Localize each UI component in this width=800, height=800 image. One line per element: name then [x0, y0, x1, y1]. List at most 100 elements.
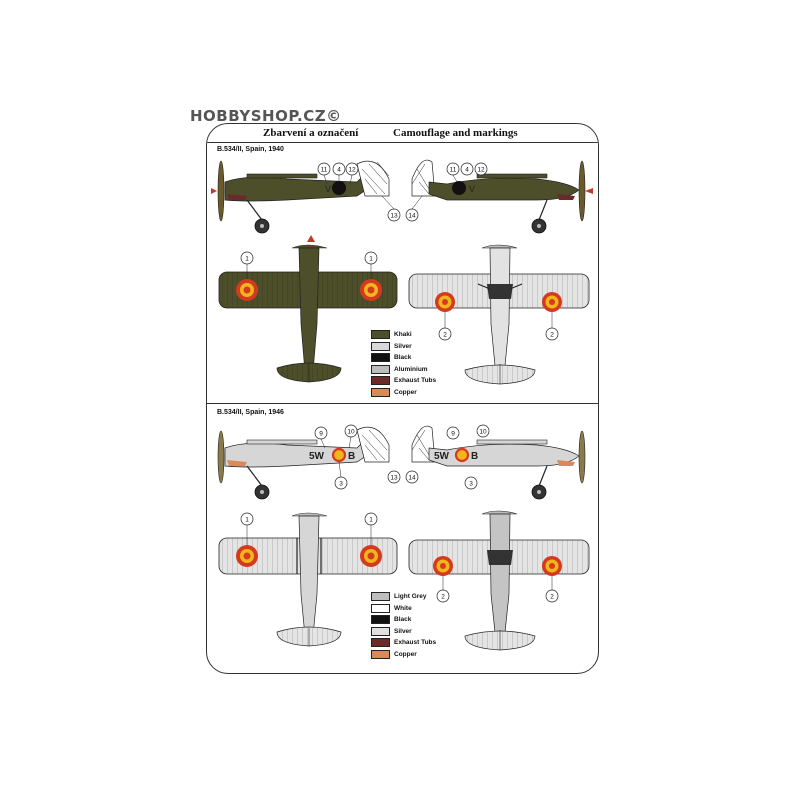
fuselage-letter-left: B: [348, 451, 355, 462]
callout-numbers: 11 4 12 13 14 11 4 12 1 1 2 2 9 10 3 13 …: [245, 167, 554, 601]
legend-item: Black: [371, 352, 436, 364]
legend-label: Aluminium: [394, 365, 428, 373]
callout-label: 9: [451, 431, 455, 438]
color-swatch: [371, 364, 390, 374]
legend-label: Black: [394, 354, 412, 362]
callout-9-left: [314, 426, 328, 449]
legend-label: Exhaust Tubs: [394, 377, 437, 385]
callout-label: 2: [550, 332, 554, 339]
legend-item: Exhaust Tubs: [371, 375, 436, 387]
svg-text:V: V: [469, 184, 475, 194]
legend-item: Aluminium: [371, 364, 436, 376]
callout-4-right: [460, 162, 474, 176]
fuselage-letter-right: B: [471, 451, 478, 462]
legend-item: Black: [371, 614, 436, 626]
callout-11-left: [317, 162, 331, 185]
callout-label: 13: [390, 213, 398, 220]
callout-label: 1: [245, 517, 249, 524]
svg-text:V: V: [325, 184, 331, 194]
callout-11-right: [446, 162, 460, 183]
color-swatch: [371, 626, 390, 636]
callout-label: 2: [441, 594, 445, 601]
header-title-czech: Zbarvení a označení: [263, 127, 359, 139]
callout-label: 1: [245, 256, 249, 263]
fuselage-code-left: 5W: [309, 451, 325, 462]
callout-13-left-2: [387, 470, 401, 484]
aircraft-drawings: V V: [211, 159, 593, 651]
legend-label: Copper: [394, 650, 417, 658]
legend-item: Silver: [371, 341, 436, 353]
callout-3-left: [334, 461, 348, 490]
legend-item: White: [371, 603, 436, 615]
legend-section-1: Khaki Silver Black Aluminium Exhaust Tub…: [371, 329, 436, 398]
callout-9-right: [446, 426, 460, 440]
callout-10-right: [476, 424, 490, 438]
roundel: [360, 545, 382, 567]
legend-label: Silver: [394, 342, 412, 350]
callout-12-right: [474, 162, 488, 176]
legend-label: Copper: [394, 388, 417, 396]
color-swatch: [371, 603, 390, 613]
callout-label: 13: [390, 475, 398, 482]
callout-3-right: [464, 476, 478, 490]
callout-label: 1: [369, 256, 373, 263]
roundel: [433, 556, 453, 576]
wing-callouts: [240, 251, 559, 603]
legend-item: Light Grey: [371, 591, 436, 603]
color-swatch: [371, 649, 390, 659]
color-swatch: [371, 376, 390, 386]
legend-label: Exhaust Tubs: [394, 639, 437, 647]
callout-label: 4: [465, 167, 469, 174]
callout-label: 2: [550, 594, 554, 601]
color-swatch: [371, 341, 390, 351]
roundel: [236, 279, 258, 301]
section-1-side-view-right: V: [411, 159, 593, 234]
callout-12-left: [345, 162, 359, 185]
fuselage-code-right: 5W: [434, 451, 450, 462]
legend-label: Khaki: [394, 331, 412, 339]
section-2-side-view-right: 5W B: [411, 425, 586, 500]
legend-item: Khaki: [371, 329, 436, 341]
legend-item: Copper: [371, 649, 436, 661]
color-swatch: [371, 615, 390, 625]
roundels: [236, 279, 562, 576]
section-1-side-callouts: [317, 162, 488, 222]
section-1-side-view-left: V: [211, 160, 390, 234]
legend-item: Exhaust Tubs: [371, 637, 436, 649]
legend-item: Silver: [371, 626, 436, 638]
callout-label: 12: [348, 167, 356, 174]
roundel: [236, 545, 258, 567]
callout-14-right-2: [405, 470, 419, 484]
legend-label: Light Grey: [394, 593, 427, 601]
legend-label: Black: [394, 616, 412, 624]
callout-label: 2: [443, 332, 447, 339]
callout-label: 14: [408, 213, 416, 220]
roundel: [542, 556, 562, 576]
callout-label: 10: [479, 429, 487, 436]
callout-4-left: [332, 162, 346, 182]
section-2-side-callouts: [314, 424, 490, 490]
markings-sheet: Zbarvení a označení Camouflage and marki…: [206, 123, 599, 674]
callout-13-left: [381, 195, 401, 222]
roundel: [360, 279, 382, 301]
section-divider: [207, 403, 598, 404]
roundel: [542, 292, 562, 312]
header-divider: [207, 142, 598, 143]
callout-label: 4: [337, 167, 341, 174]
section-1-top-view: [218, 235, 398, 383]
legend-section-2: Light Grey White Black Silver Exhaust Tu…: [371, 591, 436, 660]
section-1-title: B.534/II, Spain, 1940: [217, 146, 284, 153]
callout-label: 11: [321, 167, 328, 174]
color-swatch: [371, 387, 390, 397]
color-swatch: [371, 330, 390, 340]
callout-label: 3: [469, 481, 473, 488]
legend-item: Copper: [371, 387, 436, 399]
roundel: [435, 292, 455, 312]
callout-label: 9: [319, 431, 323, 438]
callout-label: 3: [339, 481, 343, 488]
callout-label: 1: [369, 517, 373, 524]
legend-label: Silver: [394, 627, 412, 635]
section-2-top-view: [218, 512, 398, 647]
header-title-english: Camouflage and markings: [393, 127, 518, 139]
callout-label: 11: [450, 167, 457, 174]
